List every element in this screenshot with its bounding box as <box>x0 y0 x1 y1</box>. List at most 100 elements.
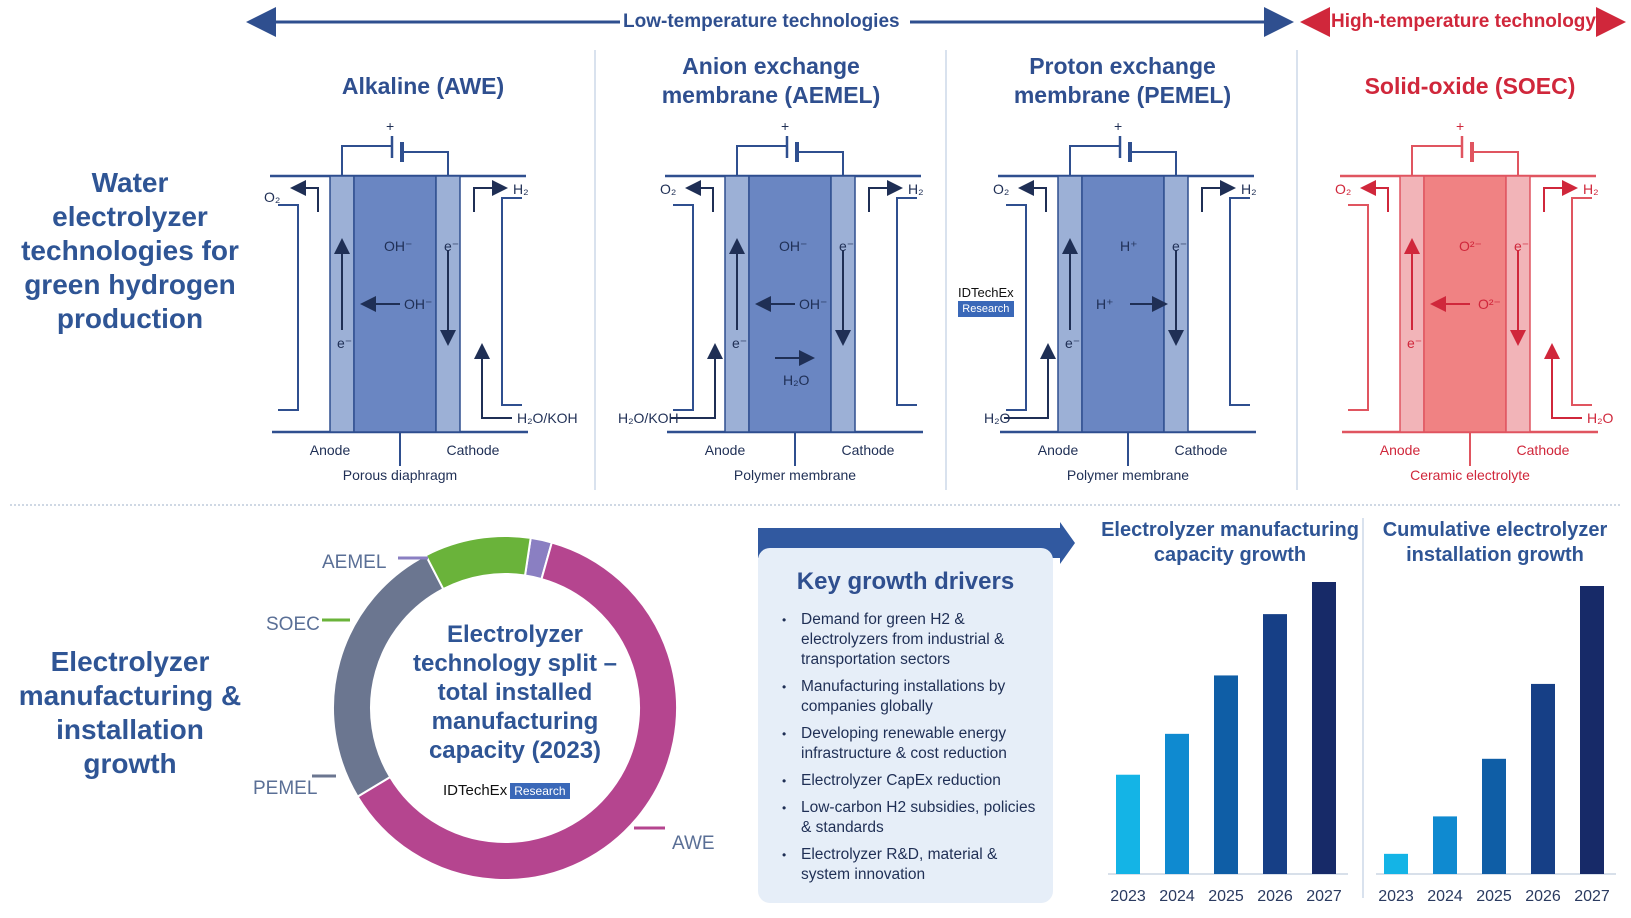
o2-arrow <box>1018 180 1047 212</box>
x-tick-label: 2025 <box>1476 888 1512 905</box>
h2-label: H₂ <box>1583 181 1599 197</box>
driver-item: Electrolyzer R&D, material & system inno… <box>768 845 1048 885</box>
cathode-label: Cathode <box>841 442 895 458</box>
circuit-wire <box>1130 151 1177 176</box>
ion-label: H⁺ <box>1120 238 1138 254</box>
section-divider <box>10 504 1620 506</box>
ion-label: OH⁻ <box>404 296 433 312</box>
anode-label: Anode <box>309 442 351 458</box>
electrolyzer-cell <box>270 136 528 466</box>
electron-label: e⁻ <box>1514 238 1530 254</box>
feed-label: H₂O <box>984 410 1011 426</box>
o2-label: O₂ <box>264 189 281 205</box>
electron-label: e⁻ <box>1172 238 1188 254</box>
divider <box>1296 50 1298 490</box>
electron-label: e⁻ <box>732 335 748 351</box>
tech-title-awe: Alkaline (AWE) <box>341 73 505 99</box>
donut-label-pemel: PEMEL <box>253 778 318 799</box>
battery-plus: + <box>1114 118 1123 134</box>
driver-item: Developing renewable energy infrastructu… <box>768 724 1048 764</box>
electron-label: e⁻ <box>839 238 855 254</box>
separator-label: Polymer membrane <box>1066 467 1190 483</box>
high-temp-header: High-temperature technology <box>1331 11 1596 32</box>
donut-label-aemel: AEMEL <box>322 552 387 573</box>
drivers-title: Key growth drivers <box>796 568 1015 595</box>
circuit-wire <box>1411 145 1462 176</box>
outlet-pipe <box>673 204 694 411</box>
electrolyzer-cell <box>665 136 923 466</box>
x-tick-label: 2027 <box>1574 888 1610 905</box>
x-tick-label: 2023 <box>1378 888 1414 905</box>
electrolyzer-cell <box>1340 136 1598 466</box>
h2-arrow <box>1543 180 1578 212</box>
circuit-wire <box>1069 145 1120 176</box>
header-arrows <box>246 7 1626 37</box>
h2-arrow <box>1201 180 1236 212</box>
bar-2024 <box>1165 733 1189 874</box>
divider <box>594 50 596 490</box>
chart-title-capacity: Electrolyzer manufacturing capacity grow… <box>1101 519 1359 566</box>
feed-arrow <box>474 343 512 419</box>
divider <box>1362 518 1364 898</box>
bar-2024 <box>1433 816 1457 874</box>
feed-arrow <box>1544 343 1582 419</box>
x-tick-label: 2026 <box>1525 888 1561 905</box>
h2-arrow <box>473 180 508 212</box>
circuit-wire <box>736 145 787 176</box>
ion-label: H⁺ <box>1096 296 1114 312</box>
tech-title-soec: Solid-oxide (SOEC) <box>1364 73 1576 99</box>
x-tick-label: 2026 <box>1257 888 1293 905</box>
driver-item: Manufacturing installations by companies… <box>768 677 1048 717</box>
x-tick-label: 2027 <box>1306 888 1342 905</box>
outlet-pipe <box>1348 204 1369 411</box>
o2-arrow <box>1360 180 1389 212</box>
x-tick-label: 2025 <box>1208 888 1244 905</box>
o2-label: O₂ <box>1335 181 1352 197</box>
circuit-wire <box>341 145 392 176</box>
feed-label: H₂O <box>1587 410 1614 426</box>
electrolyzer-cells <box>270 136 1598 466</box>
separator-label: Polymer membrane <box>733 467 857 483</box>
feed-label: H₂O/KOH <box>517 410 578 426</box>
ion-label: OH⁻ <box>779 238 808 254</box>
donut-label-soec: SOEC <box>266 614 320 635</box>
battery-plus: + <box>386 118 395 134</box>
side-title-technologies: Water electrolyzer technologies for gree… <box>21 167 239 334</box>
circuit-wire <box>402 151 449 176</box>
anode-label: Anode <box>1037 442 1079 458</box>
x-tick-label: 2024 <box>1427 888 1463 905</box>
water-label: H₂O <box>783 372 810 388</box>
bar-2023 <box>1116 774 1140 874</box>
tech-title-pemel: Proton exchange membrane (PEMEL) <box>1013 53 1232 108</box>
electron-label: e⁻ <box>1065 335 1081 351</box>
cathode-label: Cathode <box>1174 442 1228 458</box>
feed-arrow <box>671 343 723 419</box>
ion-label: O²⁻ <box>1478 296 1501 312</box>
bar-2026 <box>1263 614 1287 874</box>
outlet-pipe <box>1229 197 1250 406</box>
bar-2025 <box>1482 758 1506 874</box>
circuit-wire <box>1472 151 1519 176</box>
bar-2027 <box>1312 582 1336 874</box>
electron-label: e⁻ <box>444 238 460 254</box>
tech-title-aemel: Anion exchange membrane (AEMEL) <box>661 53 881 108</box>
h2-arrow <box>868 180 903 212</box>
bar-2023 <box>1384 853 1408 874</box>
separator-label: Porous diaphragm <box>342 467 458 483</box>
cathode-label: Cathode <box>446 442 500 458</box>
outlet-pipe <box>501 197 522 406</box>
donut-label-awe: AWE <box>672 833 715 854</box>
cathode-label: Cathode <box>1516 442 1570 458</box>
drivers-list: Demand for green H2 & electrolyzers from… <box>768 610 1048 892</box>
driver-item: Electrolyzer CapEx reduction <box>768 771 1048 791</box>
separator-label: Ceramic electrolyte <box>1410 467 1530 483</box>
side-title-growth: Electrolyzer manufacturing & installatio… <box>18 646 242 779</box>
bar-2025 <box>1214 675 1238 874</box>
driver-item: Low-carbon H2 subsidies, policies & stan… <box>768 798 1048 838</box>
ion-label: OH⁻ <box>799 296 828 312</box>
ion-label: OH⁻ <box>384 238 413 254</box>
drivers-panel: Key growth drivers Demand for green H2 &… <box>758 548 1053 903</box>
electron-label: e⁻ <box>1407 335 1423 351</box>
h2-label: H₂ <box>513 181 529 197</box>
